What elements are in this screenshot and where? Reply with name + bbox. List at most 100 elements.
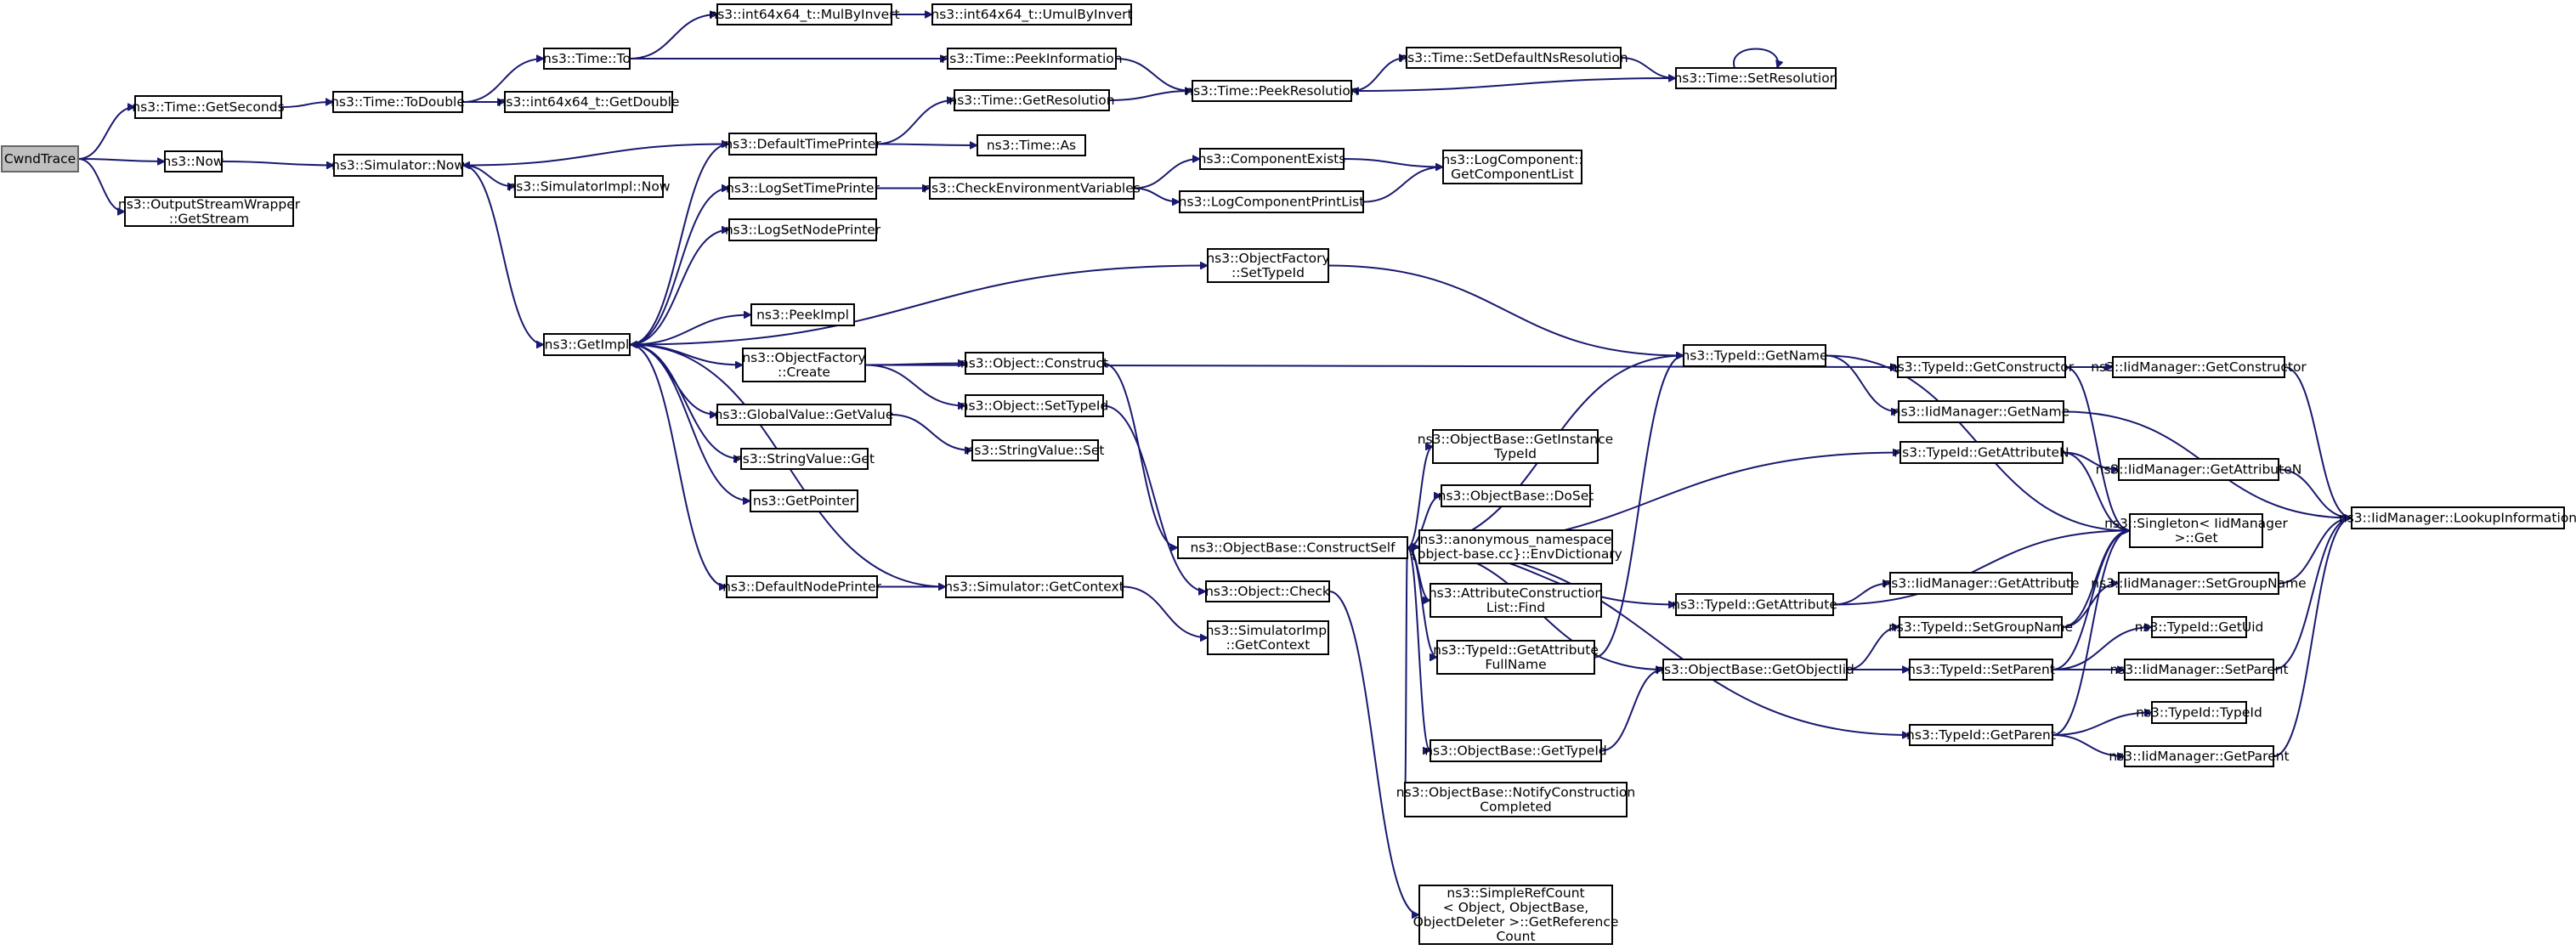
node-checkenv[interactable]: ns3::CheckEnvironmentVariables (923, 177, 1141, 200)
node-box (1662, 659, 1848, 681)
node-simimplnow[interactable]: ns3::SimulatorImpl::Now (507, 175, 671, 198)
node-envdict[interactable]: ns3::anonymous_namespace{object-base.cc}… (1409, 529, 1622, 564)
node-getimpl[interactable]: ns3::GetImpl (543, 333, 631, 356)
node-label: ns3::IidManager::GetParent (2109, 749, 2289, 764)
node-getpointer[interactable]: ns3::GetPointer (750, 489, 858, 512)
node-tidgetattr[interactable]: ns3::TypeId::GetAttribute (1672, 593, 1837, 616)
node-tidgetname[interactable]: ns3::TypeId::GetName (1681, 344, 1828, 367)
node-box (1205, 580, 1330, 602)
node-box (1441, 484, 1591, 507)
node-now[interactable]: ns3::Now (163, 150, 224, 172)
node-label: ns3::IidManager::LookupInformation (2339, 510, 2576, 525)
edge-getattrfullname-to-tidgetname (1594, 356, 1684, 659)
node-tidgetattrn[interactable]: ns3::TypeId::GetAttributeN (1894, 441, 2069, 464)
node-singletonget[interactable]: ns3::Singleton< IidManager>::Get (2104, 513, 2289, 548)
edge-setres-to-peekres (1351, 77, 1677, 91)
node-box (2151, 616, 2247, 638)
node-box (929, 177, 1135, 200)
edge-timeto-to-mulbyinvert (629, 14, 717, 59)
node-logcompprint[interactable]: ns3::LogComponentPrintList (1179, 190, 1365, 213)
node-gvgetvalue[interactable]: ns3::GlobalValue::GetValue (715, 404, 894, 426)
node-iidgetname[interactable]: ns3::IidManager::GetName (1893, 400, 2069, 423)
node-box (716, 404, 892, 426)
node-label: ns3::TypeId::GetAttribute (1433, 642, 1599, 658)
node-peekres[interactable]: ns3::Time::PeekResolution (1185, 80, 1359, 102)
node-svset[interactable]: ns3::StringValue::Set (966, 439, 1105, 461)
node-umulbyinvert[interactable]: ns3::int64x64_t::UmulByInvert (931, 3, 1133, 25)
node-deftimeprinter[interactable]: ns3::DefaultTimePrinter (724, 133, 881, 156)
edge-getimpl-to-defnodeprinter (629, 343, 728, 587)
edge-gvgetvalue-to-svset (890, 414, 972, 450)
node-iidsetparent[interactable]: ns3::IidManager::SetParent (2109, 659, 2289, 681)
node-tidtypeid[interactable]: ns3::TypeId::TypeId (2136, 701, 2262, 724)
node-label: ns3::LogComponent:: (1441, 152, 1582, 167)
edge-tidsetparent-to-tidgetuid (2052, 627, 2152, 670)
node-iidgetparent[interactable]: ns3::IidManager::GetParent (2109, 745, 2290, 767)
node-objcheck[interactable]: ns3::Object::Check (1205, 580, 1330, 602)
node-constructself[interactable]: ns3::ObjectBase::ConstructSelf (1177, 536, 1408, 559)
node-tidgetconstructor[interactable]: ns3::TypeId::GetConstructor (1889, 356, 2075, 378)
node-simnow[interactable]: ns3::Simulator::Now (331, 154, 465, 177)
node-getobjectiid[interactable]: ns3::ObjectBase::GetObjectIid (1656, 659, 1854, 681)
node-logsettime[interactable]: ns3::LogSetTimePrinter (726, 177, 880, 200)
node-todouble[interactable]: ns3::Time::ToDouble (331, 91, 465, 113)
node-box (726, 575, 878, 598)
node-logsetnode[interactable]: ns3::LogSetNodePrinter (725, 218, 881, 241)
node-objsettypeid[interactable]: ns3::Object::SetTypeId (960, 394, 1109, 417)
node-box (1898, 400, 2064, 423)
node-label: ns3::LogSetNodePrinter (725, 222, 881, 237)
node-iidlookup[interactable]: ns3::IidManager::LookupInformation (2339, 506, 2576, 529)
node-cwnd[interactable]: CwndTrace (1, 145, 79, 172)
node-getdouble[interactable]: ns3::int64x64_t::GetDouble (498, 91, 680, 113)
node-box (947, 48, 1117, 70)
node-peekimpl[interactable]: ns3::PeekImpl (750, 303, 855, 326)
node-objconstruct[interactable]: ns3::Object::Construct (960, 352, 1108, 375)
edge-setres-to-setres (1733, 48, 1778, 69)
node-tidgetuid[interactable]: ns3::TypeId::GetUid (2135, 616, 2264, 638)
node-timeto[interactable]: ns3::Time::To (543, 48, 631, 70)
node-iidgetattribute[interactable]: ns3::IidManager::GetAttribute (1882, 572, 2080, 595)
node-getcomplist[interactable]: ns3::LogComponent::GetComponentList (1441, 150, 1583, 184)
node-setres[interactable]: ns3::Time::SetResolution (1673, 67, 1838, 89)
node-peekinfo[interactable]: ns3::Time::PeekInformation (941, 48, 1123, 70)
node-box (1207, 248, 1329, 283)
node-ofcreate[interactable]: ns3::ObjectFactory::Create (742, 348, 866, 382)
node-label: ns3::IidManager::GetAttribute (1882, 575, 2079, 591)
node-svget[interactable]: ns3::StringValue::Get (734, 448, 875, 470)
node-layer: CwndTracens3::Time::GetSecondsns3::Nowns… (1, 3, 2576, 945)
node-setdefres[interactable]: ns3::Time::SetDefaultNsResolution (1399, 47, 1628, 69)
edge-getimpl-to-deftimeprinter (629, 144, 730, 346)
node-osw[interactable]: ns3::OutputStreamWrapper::GetStream (118, 196, 301, 227)
node-box (1899, 616, 2063, 638)
node-simgetcontext[interactable]: ns3::Simulator::GetContext (944, 575, 1124, 598)
node-tidsetgroupname[interactable]: ns3::TypeId::SetGroupName (1888, 616, 2073, 638)
edge-iidgetattributen-to-iidlookup (2278, 468, 2352, 518)
node-iidgetattributen[interactable]: ns3::IidManager::GetAttributeN (2096, 458, 2302, 481)
node-box (1675, 593, 1834, 616)
edge-getimpl-to-ofsettypeid (629, 266, 1208, 346)
node-label: ns3::Time::ToDouble (331, 94, 465, 110)
node-tidsetparent[interactable]: ns3::TypeId::SetParent (1907, 659, 2055, 681)
edge-tidsetparent-to-singletonget (2052, 531, 2131, 670)
node-iidgetconstructor[interactable]: ns3::IidManager::GetConstructor (2091, 356, 2307, 378)
node-timeas[interactable]: ns3::Time::As (977, 134, 1086, 156)
node-defnodeprinter[interactable]: ns3::DefaultNodePrinter (722, 575, 882, 598)
node-getresolution[interactable]: ns3::Time::GetResolution (948, 89, 1115, 111)
node-iidsetgroupname[interactable]: ns3::IidManager::SetGroupName (2091, 572, 2307, 595)
edge-objconstruct-to-constructself (1102, 362, 1179, 548)
node-getseconds[interactable]: ns3::Time::GetSeconds (132, 95, 285, 119)
node-obgettypeid[interactable]: ns3::ObjectBase::GetTypeId (1424, 739, 1607, 762)
node-simplerefcount[interactable]: ns3::SimpleRefCount< Object, ObjectBase,… (1413, 885, 1619, 945)
node-box (2124, 659, 2274, 681)
node-label: ns3::ObjectFactory (1206, 251, 1329, 266)
node-mulbyinvert[interactable]: ns3::int64x64_t::MulByInvert (709, 3, 900, 25)
node-compexists[interactable]: ns3::ComponentExists (1198, 148, 1346, 170)
node-ofsettypeid[interactable]: ns3::ObjectFactory::SetTypeId (1206, 248, 1330, 283)
node-simimplgetcontext[interactable]: ns3::SimulatorImpl::GetContext (1206, 620, 1331, 655)
node-notifyconst[interactable]: ns3::ObjectBase::NotifyConstructionCompl… (1396, 782, 1635, 817)
node-doset[interactable]: ns3::ObjectBase::DoSet (1438, 484, 1594, 507)
node-tidgetparent[interactable]: ns3::TypeId::GetParent (1906, 724, 2056, 746)
